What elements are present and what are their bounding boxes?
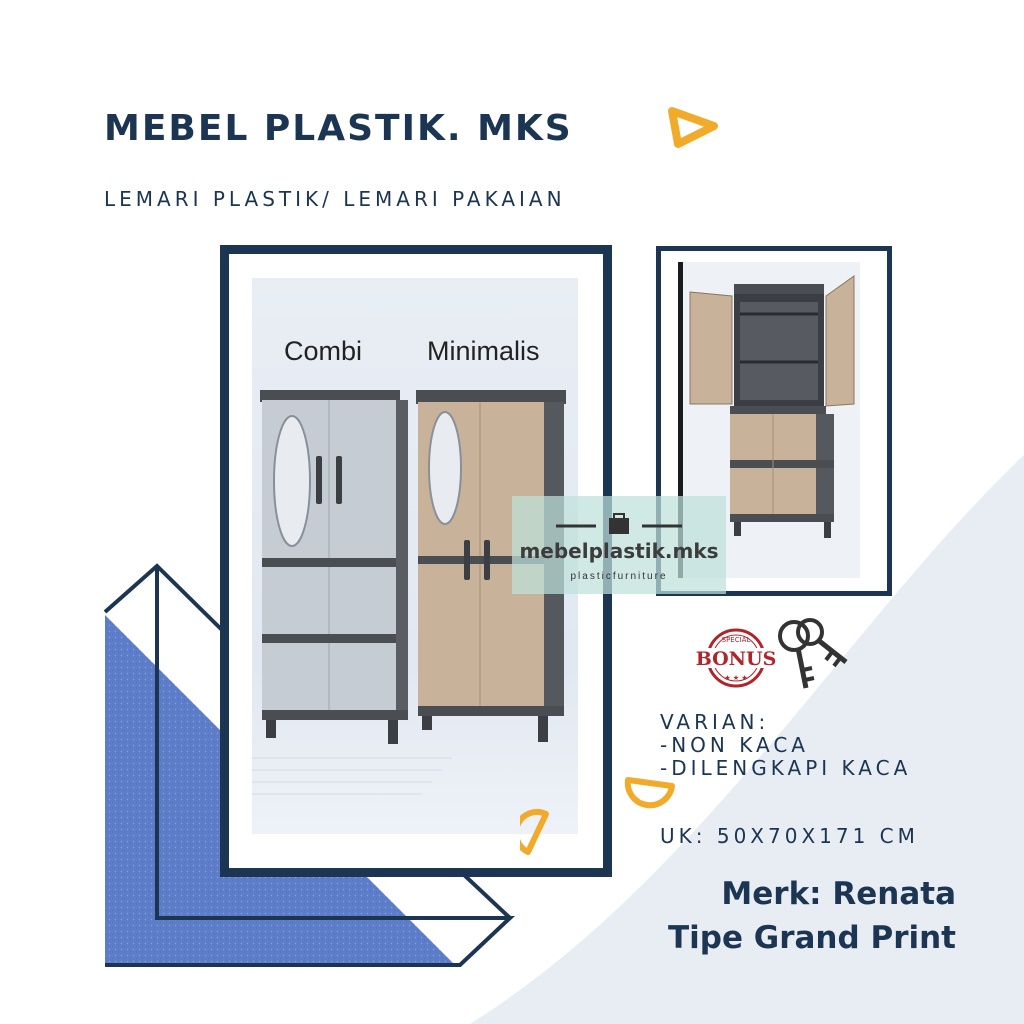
type-text: Tipe Grand Print: [667, 920, 956, 956]
shopping-bag-icon: [556, 513, 682, 534]
page-subtitle: LEMARI PLASTIK/ LEMARI PAKAIAN: [104, 187, 566, 211]
main-product-photo: Combi Minimalis: [252, 278, 578, 834]
open-wardrobe-illustration: [678, 262, 855, 578]
bonus-badge: SPECIAL BONUS ★ ★ ★: [690, 628, 782, 688]
brand-text: Merk: Renata: [721, 876, 956, 912]
variant-item-2: -DILENGKAPI KACA: [660, 756, 912, 780]
half-circle-accent-icon: [520, 809, 549, 855]
variant-item-1: -NON KACA: [660, 733, 809, 757]
bonus-badge-top: SPECIAL: [722, 636, 751, 644]
bonus-badge-label: BONUS: [696, 648, 777, 670]
watermark: mebelplastik.mks plasticfurniture: [512, 496, 726, 594]
side-product-photo: [678, 262, 860, 578]
variant-heading: VARIAN:: [660, 710, 770, 734]
watermark-tagline: plasticfurniture: [570, 571, 668, 582]
play-triangle-icon: [668, 107, 718, 148]
watermark-name: mebelplastik.mks: [519, 539, 719, 563]
wardrobe-illustration: [252, 390, 566, 795]
size-text: UK: 50X70X171 CM: [660, 824, 919, 848]
svg-text:★ ★ ★: ★ ★ ★: [724, 674, 747, 682]
label-minimalis: Minimalis: [427, 336, 540, 366]
page-title: MEBEL PLASTIK. MKS: [104, 108, 573, 149]
label-combi: Combi: [284, 336, 363, 366]
keys-icon: [778, 618, 848, 689]
half-circle-accent-icon: [624, 777, 675, 809]
